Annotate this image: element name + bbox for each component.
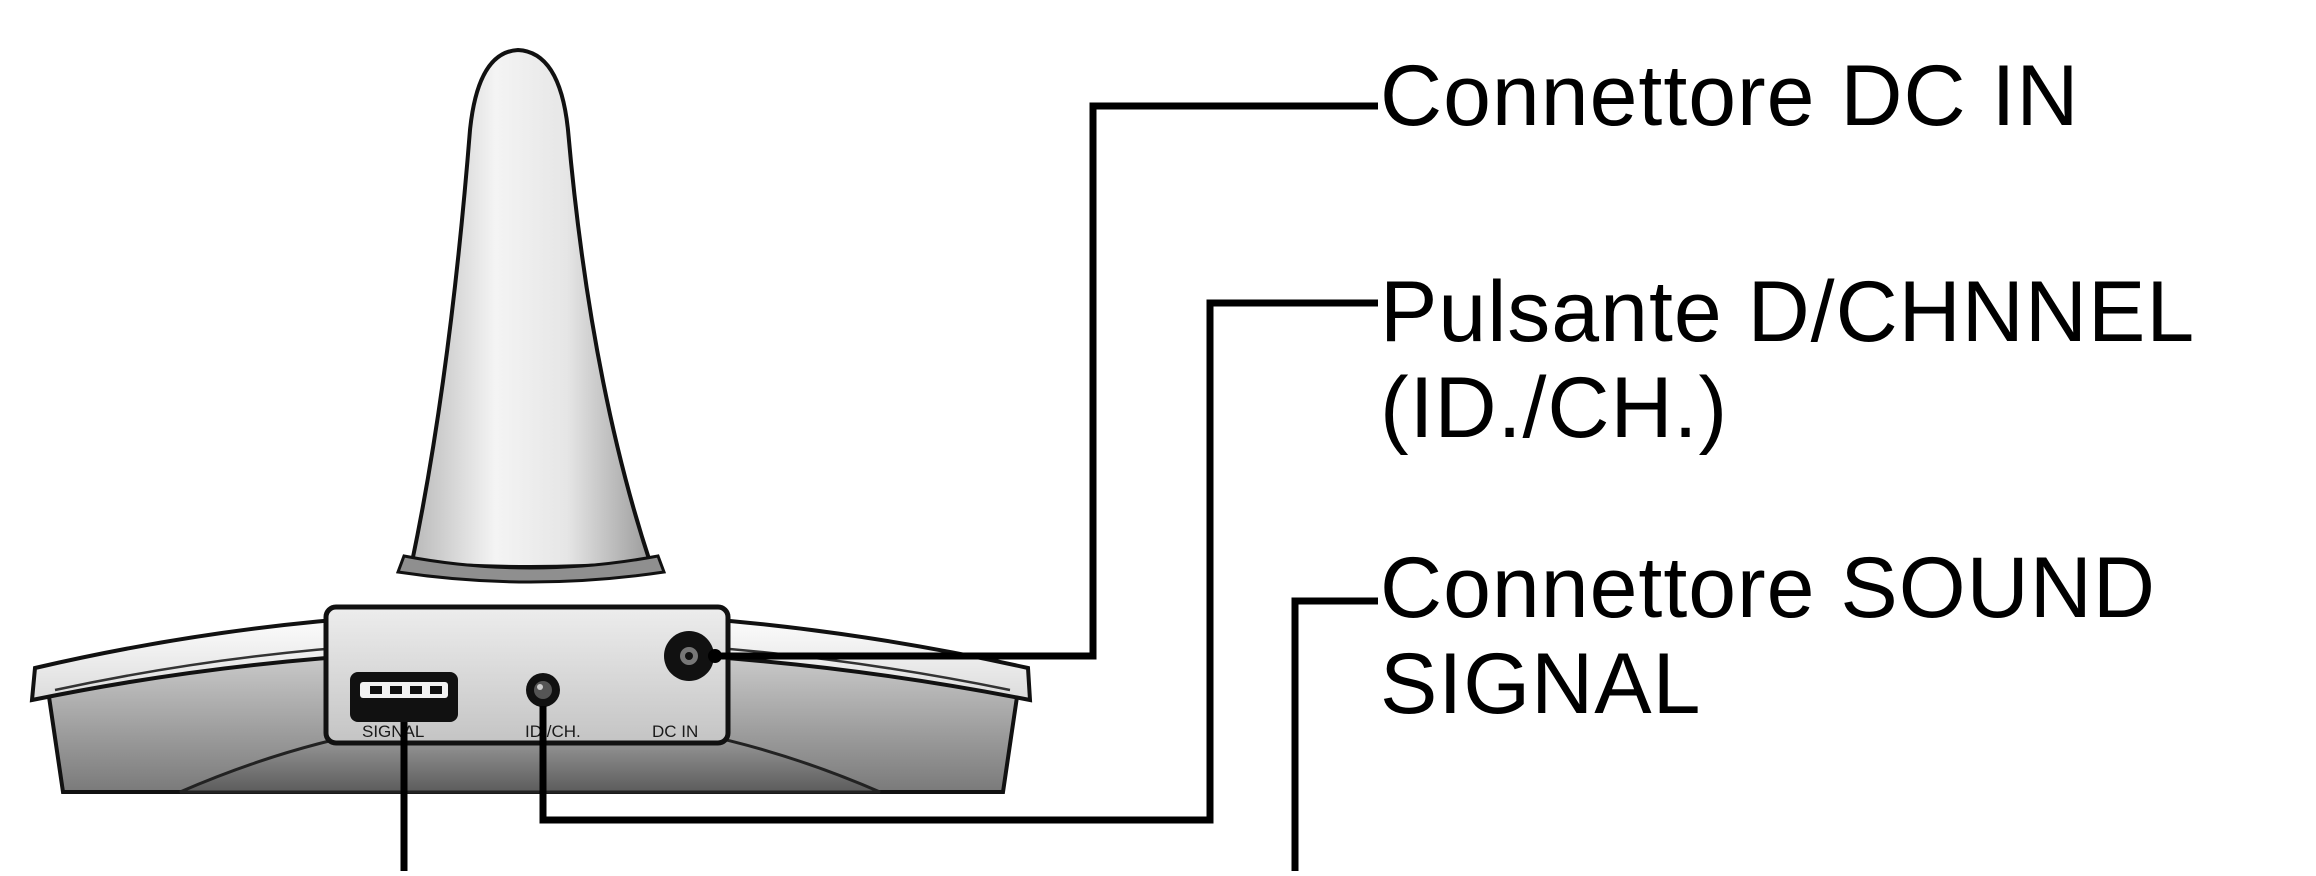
callout-id-ch-button: Pulsante D/CHNNEL (ID./CH.) — [1380, 264, 2196, 456]
leader-line-sound-signal — [1291, 597, 1378, 871]
leader-dot-dc-in — [708, 649, 722, 663]
antenna — [409, 47, 653, 569]
callout-sound-signal: Connettore SOUND SIGNAL — [1380, 540, 2156, 732]
leader-line-dc-in — [715, 102, 1378, 660]
id-ch-button-icon — [526, 673, 560, 707]
leader-line-id-ch — [539, 299, 1378, 824]
port-label-dc-in: DC IN — [652, 722, 698, 741]
callout-dc-in: Connettore DC IN — [1380, 48, 2080, 144]
dc-in-jack-icon — [664, 631, 714, 681]
antenna-foot — [395, 554, 667, 584]
port-label-signal: SIGNAL — [362, 722, 424, 741]
signal-port-icon — [350, 672, 458, 722]
port-label-id-ch: ID./CH. — [525, 722, 581, 741]
